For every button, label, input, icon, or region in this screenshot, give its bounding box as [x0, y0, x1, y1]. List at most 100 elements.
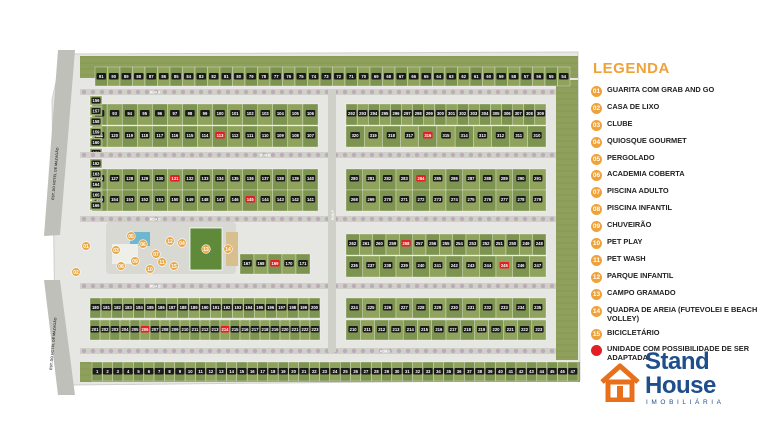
tree: [477, 152, 483, 158]
lot-badge: [242, 260, 252, 267]
lot-number: 233: [501, 305, 509, 310]
lot-badge: [91, 171, 101, 177]
lot-badge-highlight: [170, 175, 180, 182]
lot-badge: [482, 304, 493, 311]
lot-badge: [144, 368, 154, 375]
lot-badge: [349, 262, 360, 269]
tree: [378, 283, 384, 289]
tree: [441, 89, 447, 95]
lot-badge: [216, 368, 226, 375]
tree: [549, 348, 555, 354]
tree: [279, 216, 285, 222]
tree: [306, 152, 312, 158]
lot-number: 180: [92, 305, 100, 310]
lot-badge: [469, 110, 479, 117]
lot-number: 181: [103, 305, 111, 310]
lot-badge: [382, 175, 393, 182]
legend-label: BICICLETÁRIO: [607, 327, 660, 337]
house-logo-icon: [600, 363, 640, 402]
tree: [450, 89, 456, 95]
lot-badge: [109, 73, 119, 80]
tree: [513, 216, 519, 222]
street-label: RUA C: [150, 217, 161, 221]
lot-badge: [409, 73, 419, 80]
tree: [90, 89, 96, 95]
lot-badge: [211, 304, 221, 311]
lot-number: 315: [443, 133, 451, 138]
tree: [549, 152, 555, 158]
lot-number: 115: [187, 133, 194, 138]
legend-label: PARQUE INFANTIL: [607, 270, 674, 280]
lot-badge: [290, 110, 301, 117]
tree: [198, 216, 204, 222]
lot-number: 113: [217, 133, 224, 138]
lot-number: 302: [459, 111, 467, 116]
lot-number: 304: [481, 111, 489, 116]
lot-badge: [290, 132, 301, 139]
lot-badge: [124, 110, 135, 117]
tree: [126, 89, 132, 95]
tree: [279, 283, 285, 289]
lot-number: 66: [411, 74, 416, 79]
lot-badge: [535, 110, 546, 117]
tree: [207, 89, 213, 95]
lot-number: 217: [252, 327, 260, 332]
tree: [288, 89, 294, 95]
tree: [513, 89, 519, 95]
lot-badge: [513, 132, 524, 139]
lot-badge: [234, 73, 244, 80]
lot-badge: [123, 368, 133, 375]
lot-number: 128: [126, 176, 134, 181]
brand-name-line-2: House: [645, 372, 716, 399]
lot-badge: [416, 262, 426, 269]
tree: [261, 283, 267, 289]
tree: [459, 216, 465, 222]
lot-number: 219: [478, 327, 486, 332]
lot-badge: [537, 368, 547, 375]
tree: [90, 152, 96, 158]
lot-number: 73: [324, 74, 329, 79]
lot-badge: [359, 73, 369, 80]
lot-number: 91: [99, 74, 104, 79]
lot-number: 295: [381, 111, 389, 116]
lot-number: 293: [359, 111, 367, 116]
tree: [153, 152, 159, 158]
lot-badge: [230, 110, 240, 117]
site-plan-map: EST. DO HOTEL DE MAZAGÃO EST. DO HOTEL D…: [44, 50, 581, 395]
lot-badge: [189, 304, 199, 311]
lot-number: 232: [484, 305, 492, 310]
tree: [387, 152, 393, 158]
tree: [369, 348, 375, 354]
lot-badge: [434, 73, 444, 80]
lot-badge: [526, 368, 537, 375]
lot-badge: [368, 132, 379, 139]
lot-number: 189: [191, 305, 199, 310]
tree: [126, 152, 132, 158]
tree: [243, 283, 249, 289]
lot-badge: [91, 160, 101, 167]
tree: [225, 216, 231, 222]
tree: [522, 152, 528, 158]
lot-number: 215: [421, 327, 429, 332]
tree: [189, 216, 195, 222]
lot-number: 24: [333, 369, 338, 374]
legend-title: LEGENDA: [593, 60, 670, 77]
lot-badge: [170, 326, 180, 333]
lot-badge: [485, 368, 495, 375]
tree: [225, 152, 231, 158]
lot-number: 131: [171, 176, 179, 181]
lot-badge: [386, 132, 397, 139]
tree: [261, 348, 267, 354]
tree: [423, 89, 429, 95]
lot-number: 110: [262, 133, 269, 138]
amenity-number: 13: [203, 247, 209, 253]
lot-number: 255: [443, 241, 451, 246]
tree: [243, 89, 249, 95]
lot-badge: [371, 368, 381, 375]
lot-number: 298: [415, 111, 423, 116]
lot-badge: [557, 368, 568, 375]
lot-number: 164: [93, 182, 101, 187]
lot-number: 74: [311, 74, 316, 79]
